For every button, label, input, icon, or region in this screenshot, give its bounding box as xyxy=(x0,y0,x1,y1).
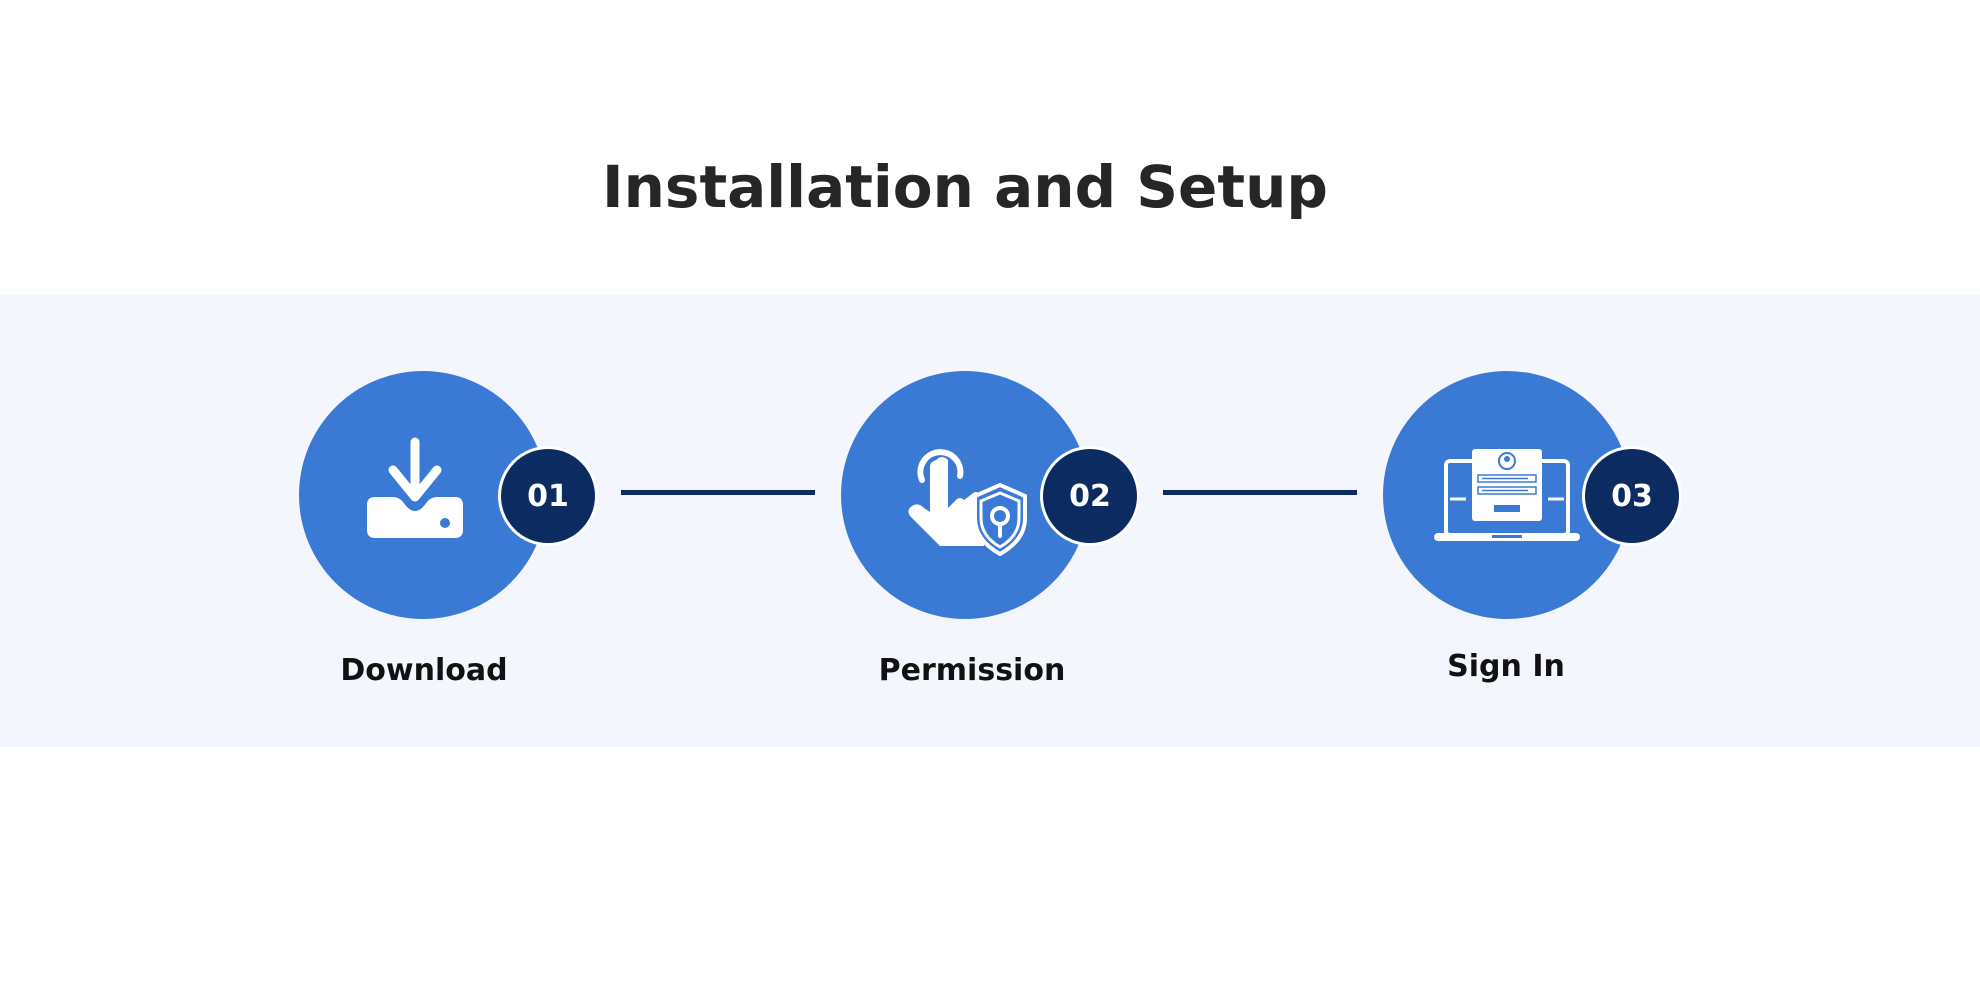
step-label-sign-in: Sign In xyxy=(1447,649,1565,684)
step-label-permission: Permission xyxy=(878,653,1066,688)
laptop-login-icon xyxy=(1434,449,1580,541)
touch-permission-shield-icon xyxy=(908,449,1027,557)
step-number-badge: 03 xyxy=(1582,446,1682,546)
connector-line xyxy=(621,490,815,495)
connector-line xyxy=(1163,490,1357,495)
page-title: Installation and Setup xyxy=(602,153,1328,221)
step-number-badge: 02 xyxy=(1040,446,1140,546)
download-icon xyxy=(367,437,463,538)
step-number-badge: 01 xyxy=(498,446,598,546)
step-label-download: Download xyxy=(340,653,508,688)
